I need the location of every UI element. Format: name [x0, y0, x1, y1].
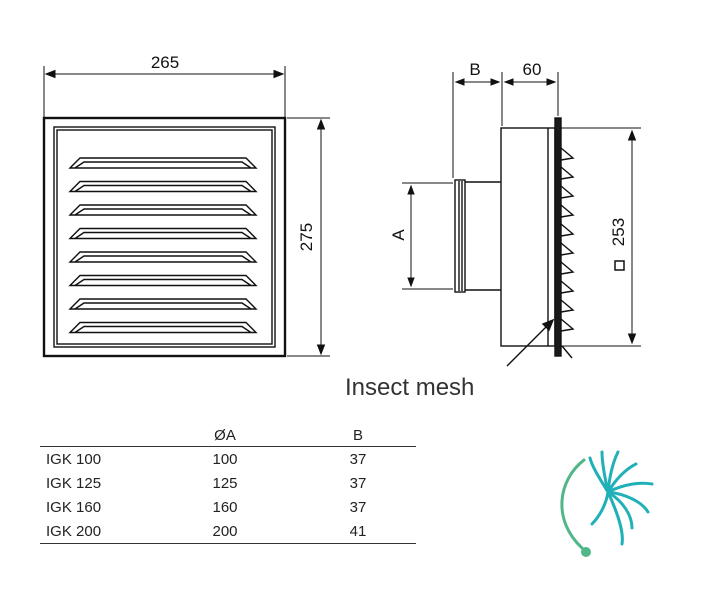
diameter-cell: 160 [212, 498, 238, 516]
side-fin [560, 318, 575, 332]
front-view [42, 116, 287, 358]
header-model [40, 424, 150, 447]
louvers [68, 157, 258, 334]
diameter-cell: 200 [150, 519, 300, 544]
table-row: IGK 125 125 37 [40, 471, 416, 495]
diameter-cell: 100 [150, 446, 300, 471]
side-fin [560, 204, 575, 218]
model-cell: IGK 125 [46, 474, 102, 492]
logo-green-arc [560, 458, 586, 550]
header-b: B [352, 426, 363, 444]
square-dimension-label: 253 [609, 218, 628, 246]
louver-slat [68, 204, 258, 216]
side-fin [560, 242, 575, 256]
side-fin [560, 185, 575, 199]
logo-teal-strands [588, 450, 654, 546]
louver-slat [68, 298, 258, 310]
louver-slat [68, 180, 258, 193]
diameter-cell: 125 [212, 474, 238, 492]
side-fin [560, 299, 575, 313]
spigot-a-label: A [389, 229, 408, 241]
table-row: IGK 160 160 37 [40, 495, 416, 519]
square-symbol-icon [614, 260, 625, 271]
dimensions-table: ØA B IGK 100 100 37 IGK 125 125 37 IGK 1… [40, 424, 416, 544]
width-label: 265 [151, 53, 179, 72]
table-header-row: ØA B [40, 424, 416, 447]
b-cell: 37 [349, 498, 367, 516]
b-cell: 41 [300, 519, 416, 544]
depth-60-label: 60 [523, 60, 542, 79]
logo-green-dot [581, 547, 591, 557]
insect-mesh-leader [506, 318, 555, 367]
front-width-dimension [43, 66, 286, 117]
depth-b-label: B [469, 60, 480, 79]
brand-logo-icon [560, 450, 654, 557]
header-diameter-a: ØA [214, 426, 236, 444]
front-height-dimension [287, 117, 330, 357]
side-fin [560, 280, 575, 294]
model-cell: IGK 200 [40, 519, 150, 544]
louver-slat [68, 321, 258, 334]
side-fin [560, 166, 575, 180]
height-label: 275 [297, 223, 316, 251]
table-row: IGK 100 100 37 [40, 446, 416, 471]
side-dimensions [402, 72, 641, 347]
louver-slat [68, 227, 258, 240]
model-cell: IGK 160 [46, 498, 102, 516]
louver-slat [68, 274, 258, 287]
table-row: IGK 200 200 41 [40, 519, 416, 544]
model-cell: IGK 100 [40, 446, 150, 471]
side-fin [560, 261, 575, 275]
technical-drawing: 265 275 B 60 A 253 [42, 53, 641, 401]
side-fin [560, 223, 575, 237]
side-view [454, 117, 575, 359]
b-cell: 37 [349, 474, 367, 492]
side-louver-fins [560, 147, 575, 332]
insect-mesh-label: Insect mesh [345, 374, 474, 401]
louver-slat [68, 157, 258, 169]
side-fin [560, 147, 575, 161]
louver-slat [68, 251, 258, 263]
b-cell: 37 [300, 446, 416, 471]
